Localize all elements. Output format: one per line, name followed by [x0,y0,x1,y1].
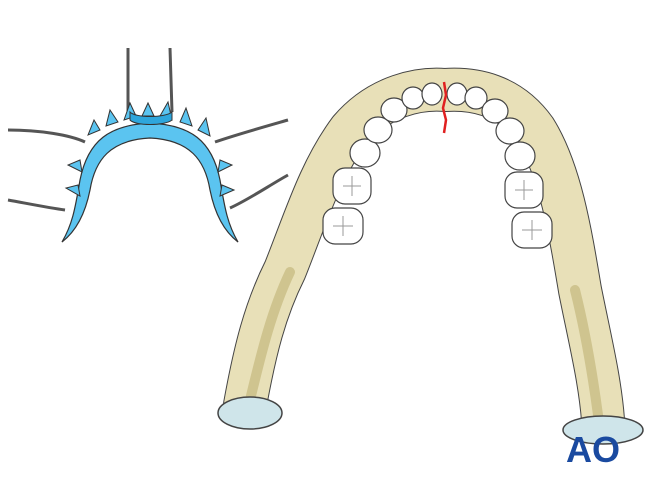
wire-left-upper [7,128,86,144]
wire-right-vertical [168,47,174,113]
splint-arch [61,122,239,243]
wire-right-lower [229,173,289,210]
ao-logo: AO [566,429,620,470]
fracture-line [441,81,448,134]
wire-right-upper [214,118,289,144]
left-condyle [217,396,283,430]
mandible-bone [224,68,624,441]
right-condyle [562,415,644,445]
wire-left-lower [7,198,66,212]
splint-center-bar [129,110,173,125]
arch-bar-splint [7,47,289,243]
tooth-fissures [333,176,542,240]
wires [7,47,289,212]
mandible-shading [245,267,603,420]
mandible [217,67,644,445]
